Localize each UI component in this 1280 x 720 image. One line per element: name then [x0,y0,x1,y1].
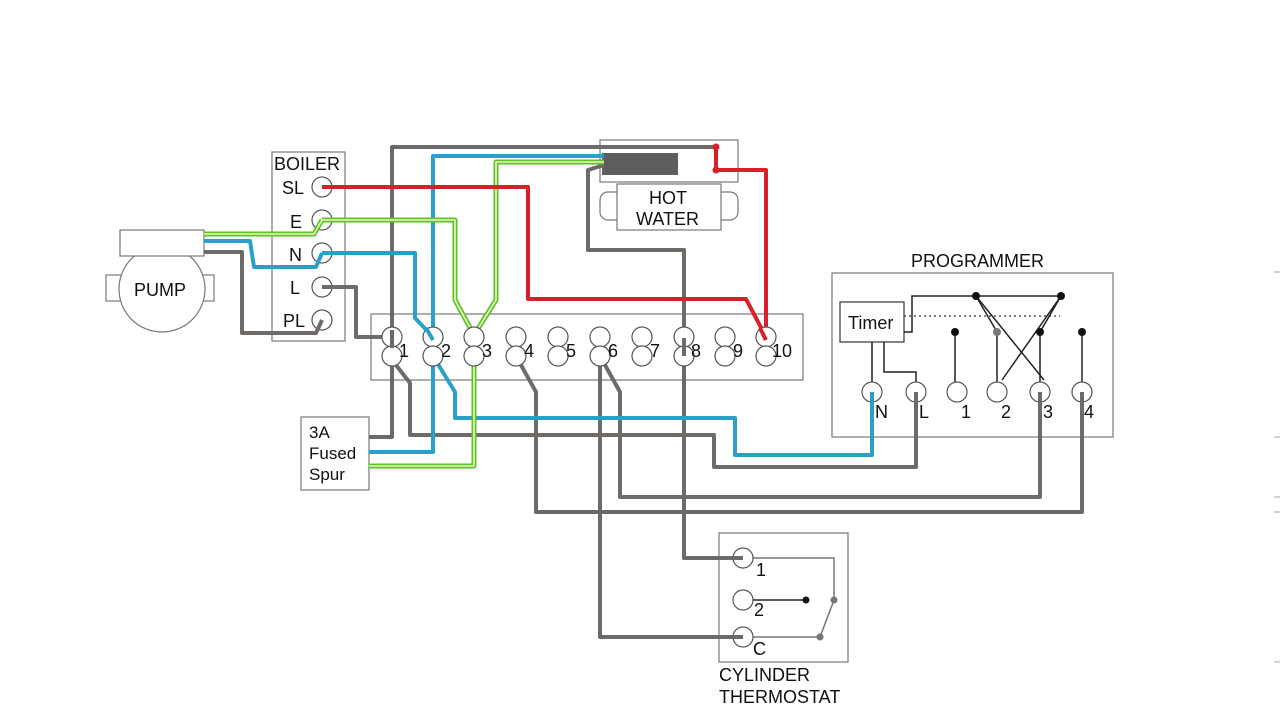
fused-spur-label-1: 3A [309,423,330,442]
edge-artifacts [1274,271,1280,663]
junction-box [370,313,804,381]
valve-actuator [602,153,678,175]
jb-terminal-9: 9 [733,341,743,361]
wire-neutral-spur-to-jb2 [369,356,435,454]
programmer: PROGRAMMER Timer [831,251,1114,438]
wire-valve-orange-to-jb8 [586,163,686,350]
cylinder-thermostat-label-2: THERMOSTAT [719,687,840,707]
jb-terminal-7: 7 [650,341,660,361]
jb-terminal-8: 8 [691,341,701,361]
hot-water-label-1: HOT [649,188,687,208]
boiler-title: BOILER [274,154,340,174]
fused-spur-label-2: Fused [309,444,356,463]
cylinder-thermostat-label-1: CYLINDER [719,665,810,685]
fused-spur-label-3: Spur [309,465,345,484]
programmer-terminal-1: 1 [961,402,971,422]
wire-neutral-valve-to-jb2 [431,154,604,337]
programmer-terminal-3: 3 [1043,402,1053,422]
programmer-terminal-l: L [919,402,929,422]
jb-terminal-1: 1 [399,341,409,361]
boiler-terminal-n: N [289,245,302,265]
cylstat-terminal-1: 1 [756,560,766,580]
wire-jb6-to-cylstat-c [598,356,743,639]
pump-label: PUMP [134,280,186,300]
cylinder-thermostat-internals: 1 2 C [732,547,838,659]
wires [204,143,1084,639]
wire-neutral-boiler-to-jb2 [322,251,435,339]
programmer-terminal-2: 2 [1001,402,1011,422]
programmer-title: PROGRAMMER [911,251,1044,271]
wire-neutral-pump [204,239,324,269]
programmer-timer-label: Timer [848,313,893,333]
programmer-terminal-4: 4 [1084,402,1094,422]
boiler-terminal-e: E [290,212,302,232]
boiler-terminal-sl: SL [282,178,304,198]
jb-terminal-2: 2 [441,341,451,361]
jb-terminal-6: 6 [608,341,618,361]
cylstat-terminal-2: 2 [754,600,764,620]
jb-terminal-3: 3 [482,341,492,361]
boiler-terminal-pl: PL [283,311,305,331]
hot-water-label-2: WATER [636,209,699,229]
cylstat-terminal-c: C [753,639,766,659]
boiler-terminal-l: L [290,278,300,298]
boiler: BOILER SL E N L PL [271,151,346,342]
junction-box-terminals: 1 2 3 4 5 6 7 8 9 10 [381,326,792,367]
wire-valve-grey-to-jb1 [390,145,716,350]
jb-terminal-10: 10 [772,341,792,361]
wire-valve-red-to-jb10 [714,147,768,337]
programmer-terminal-n: N [875,402,888,422]
pump: PUMP [105,229,215,333]
jb-terminal-4: 4 [524,341,534,361]
wire-sl-boiler-to-jb10 [322,185,768,338]
wire-spur-to-jb1 [369,350,394,439]
programmer-internals: N L 1 2 3 4 [861,292,1094,512]
jb-terminal-5: 5 [566,341,576,361]
wire-boiler-l-to-jb1 [322,285,392,339]
fused-spur: 3A Fused Spur [300,416,370,491]
wire-boiler-pl-to-pump [204,250,324,335]
